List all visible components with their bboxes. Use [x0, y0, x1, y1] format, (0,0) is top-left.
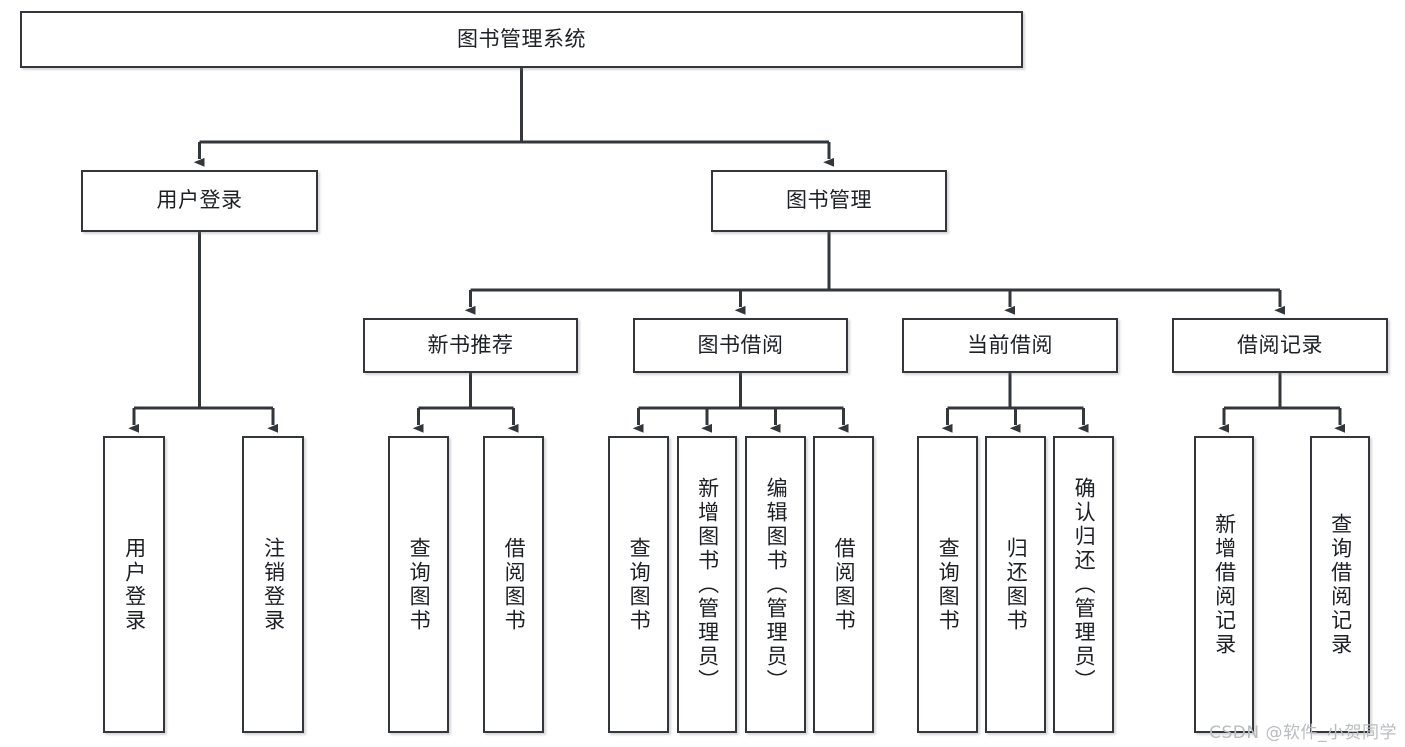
node-leaf-query-record[interactable]: 查询借阅记录 — [1310, 436, 1370, 733]
node-label: 新增图书（管理员） — [695, 476, 720, 693]
node-label: 查询图书 — [407, 536, 432, 633]
node-leaf-user-logout[interactable]: 注销登录 — [242, 436, 304, 733]
node-label: 用户登录 — [122, 536, 147, 633]
node-label: 归还图书 — [1004, 536, 1029, 633]
node-label: 图书借阅 — [697, 332, 784, 357]
node-label: 查询图书 — [627, 536, 652, 633]
node-label: 用户登录 — [156, 188, 243, 213]
node-leaf-edit-book[interactable]: 编辑图书（管理员） — [745, 436, 806, 733]
node-label: 借阅记录 — [1237, 332, 1323, 357]
node-leaf-borrow-book-2[interactable]: 借阅图书 — [813, 436, 874, 733]
node-label: 图书管理 — [786, 188, 872, 213]
node-leaf-borrow-book-1[interactable]: 借阅图书 — [483, 436, 544, 733]
node-label: 当前借阅 — [967, 332, 1053, 357]
node-label: 新增借阅记录 — [1212, 512, 1237, 657]
node-leaf-query-book-1[interactable]: 查询图书 — [388, 436, 449, 733]
node-leaf-return-book[interactable]: 归还图书 — [985, 436, 1046, 733]
node-leaf-query-book-2[interactable]: 查询图书 — [608, 436, 669, 733]
node-user-login[interactable]: 用户登录 — [81, 170, 318, 232]
node-label: 注销登录 — [261, 536, 286, 633]
node-label: 查询借阅记录 — [1328, 512, 1353, 657]
node-leaf-add-book[interactable]: 新增图书（管理员） — [677, 436, 737, 733]
node-leaf-confirm-return[interactable]: 确认归还（管理员） — [1053, 436, 1114, 733]
node-book-manage[interactable]: 图书管理 — [711, 170, 947, 232]
node-borrow-record[interactable]: 借阅记录 — [1172, 318, 1388, 373]
node-label: 新书推荐 — [427, 332, 514, 357]
node-label: 确认归还（管理员） — [1072, 476, 1097, 693]
node-current-borrow[interactable]: 当前借阅 — [902, 318, 1118, 373]
node-leaf-query-book-3[interactable]: 查询图书 — [917, 436, 978, 733]
node-label: 借阅图书 — [832, 536, 857, 633]
node-label: 借阅图书 — [502, 536, 527, 633]
node-label: 编辑图书（管理员） — [764, 476, 789, 693]
node-label: 查询图书 — [936, 536, 961, 633]
node-book-borrow[interactable]: 图书借阅 — [633, 318, 848, 373]
node-root[interactable]: 图书管理系统 — [20, 11, 1023, 68]
node-leaf-add-record[interactable]: 新增借阅记录 — [1194, 436, 1254, 733]
node-new-book-rec[interactable]: 新书推荐 — [363, 318, 578, 373]
node-leaf-user-login[interactable]: 用户登录 — [103, 436, 165, 733]
node-label: 图书管理系统 — [457, 26, 586, 51]
watermark-text: CSDN @软件_小贺同学 — [1209, 723, 1397, 743]
